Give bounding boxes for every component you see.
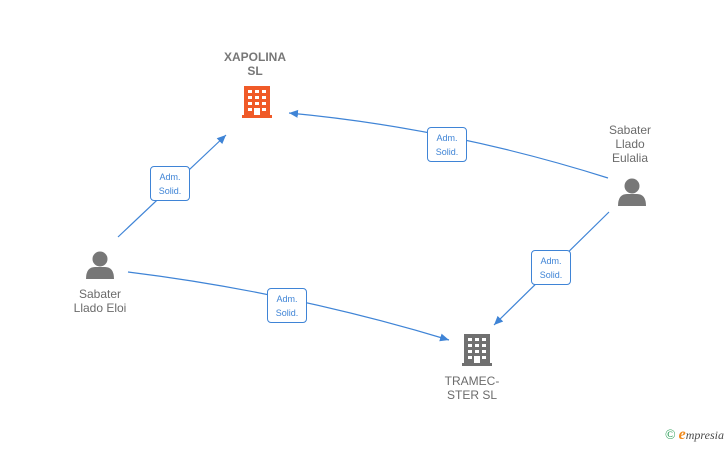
- brand-logo: © empresia: [665, 426, 724, 444]
- building-icon[interactable]: [242, 86, 272, 118]
- building-icon[interactable]: [462, 334, 492, 366]
- edge-label[interactable]: Adm. Solid.: [427, 127, 467, 162]
- person-icon[interactable]: [618, 178, 646, 207]
- brand-first-letter: e: [678, 426, 686, 443]
- node-label-eloi[interactable]: Sabater Llado Eloi: [73, 287, 127, 315]
- node-label-tramecster[interactable]: TRAMEC- STER SL: [444, 374, 500, 402]
- edge-label[interactable]: Adm. Solid.: [531, 250, 571, 285]
- person-icon[interactable]: [86, 251, 114, 280]
- node-label-eulalia[interactable]: Sabater Llado Eulalia: [608, 123, 652, 165]
- edge-label[interactable]: Adm. Solid.: [267, 288, 307, 323]
- brand-name: mpresia: [685, 428, 724, 442]
- node-label-xapolina[interactable]: XAPOLINA SL: [223, 50, 286, 78]
- edge-label[interactable]: Adm. Solid.: [150, 166, 190, 201]
- copyright-icon: ©: [665, 428, 676, 443]
